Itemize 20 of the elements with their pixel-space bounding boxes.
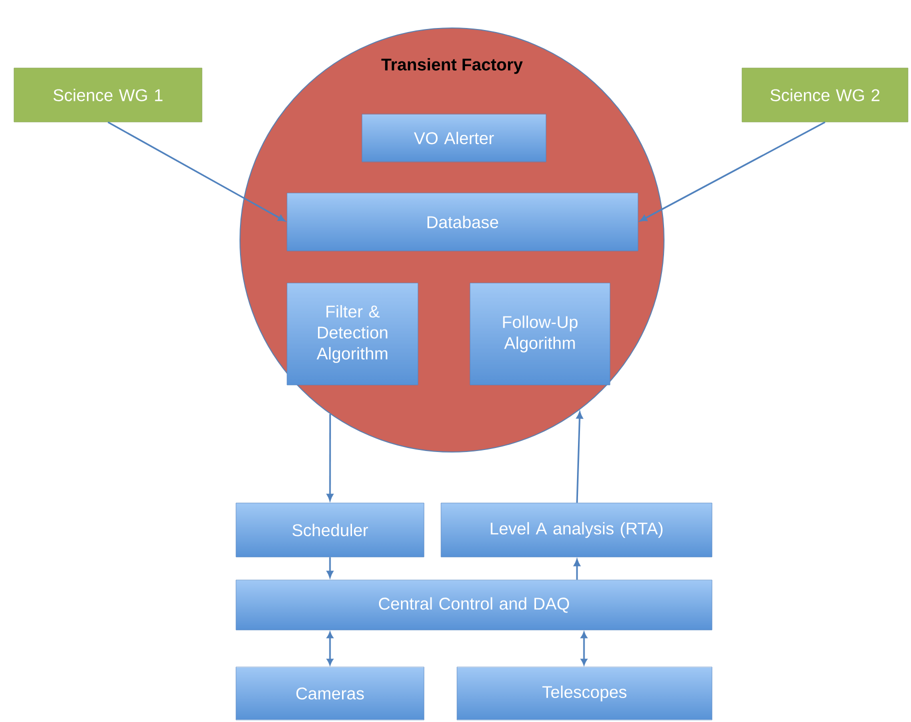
arrow bbox=[108, 122, 286, 222]
arrow bbox=[326, 557, 334, 578]
process-box: Cameras bbox=[236, 666, 424, 720]
process-box: VO Alerter bbox=[362, 114, 546, 162]
group-box: Science WG 1 bbox=[14, 68, 202, 122]
arrow bbox=[640, 121, 826, 222]
arrow bbox=[326, 414, 334, 501]
process-box: Level A analysis (RTA) bbox=[440, 502, 712, 558]
process-box: Telescopes bbox=[456, 666, 712, 720]
heading: Transient Factory bbox=[381, 58, 523, 74]
arrow bbox=[574, 559, 580, 580]
process-box: Scheduler bbox=[236, 502, 424, 558]
arrow bbox=[326, 632, 334, 666]
arrow bbox=[576, 412, 583, 503]
process-box: Filter & Detection Algorithm bbox=[286, 282, 418, 386]
process-box: Database bbox=[286, 192, 638, 252]
group-box: Science WG 2 bbox=[742, 68, 908, 122]
process-box: Central Control and DAQ bbox=[236, 580, 712, 630]
arrow bbox=[580, 632, 588, 666]
process-box: Follow-Up Algorithm bbox=[470, 282, 610, 386]
